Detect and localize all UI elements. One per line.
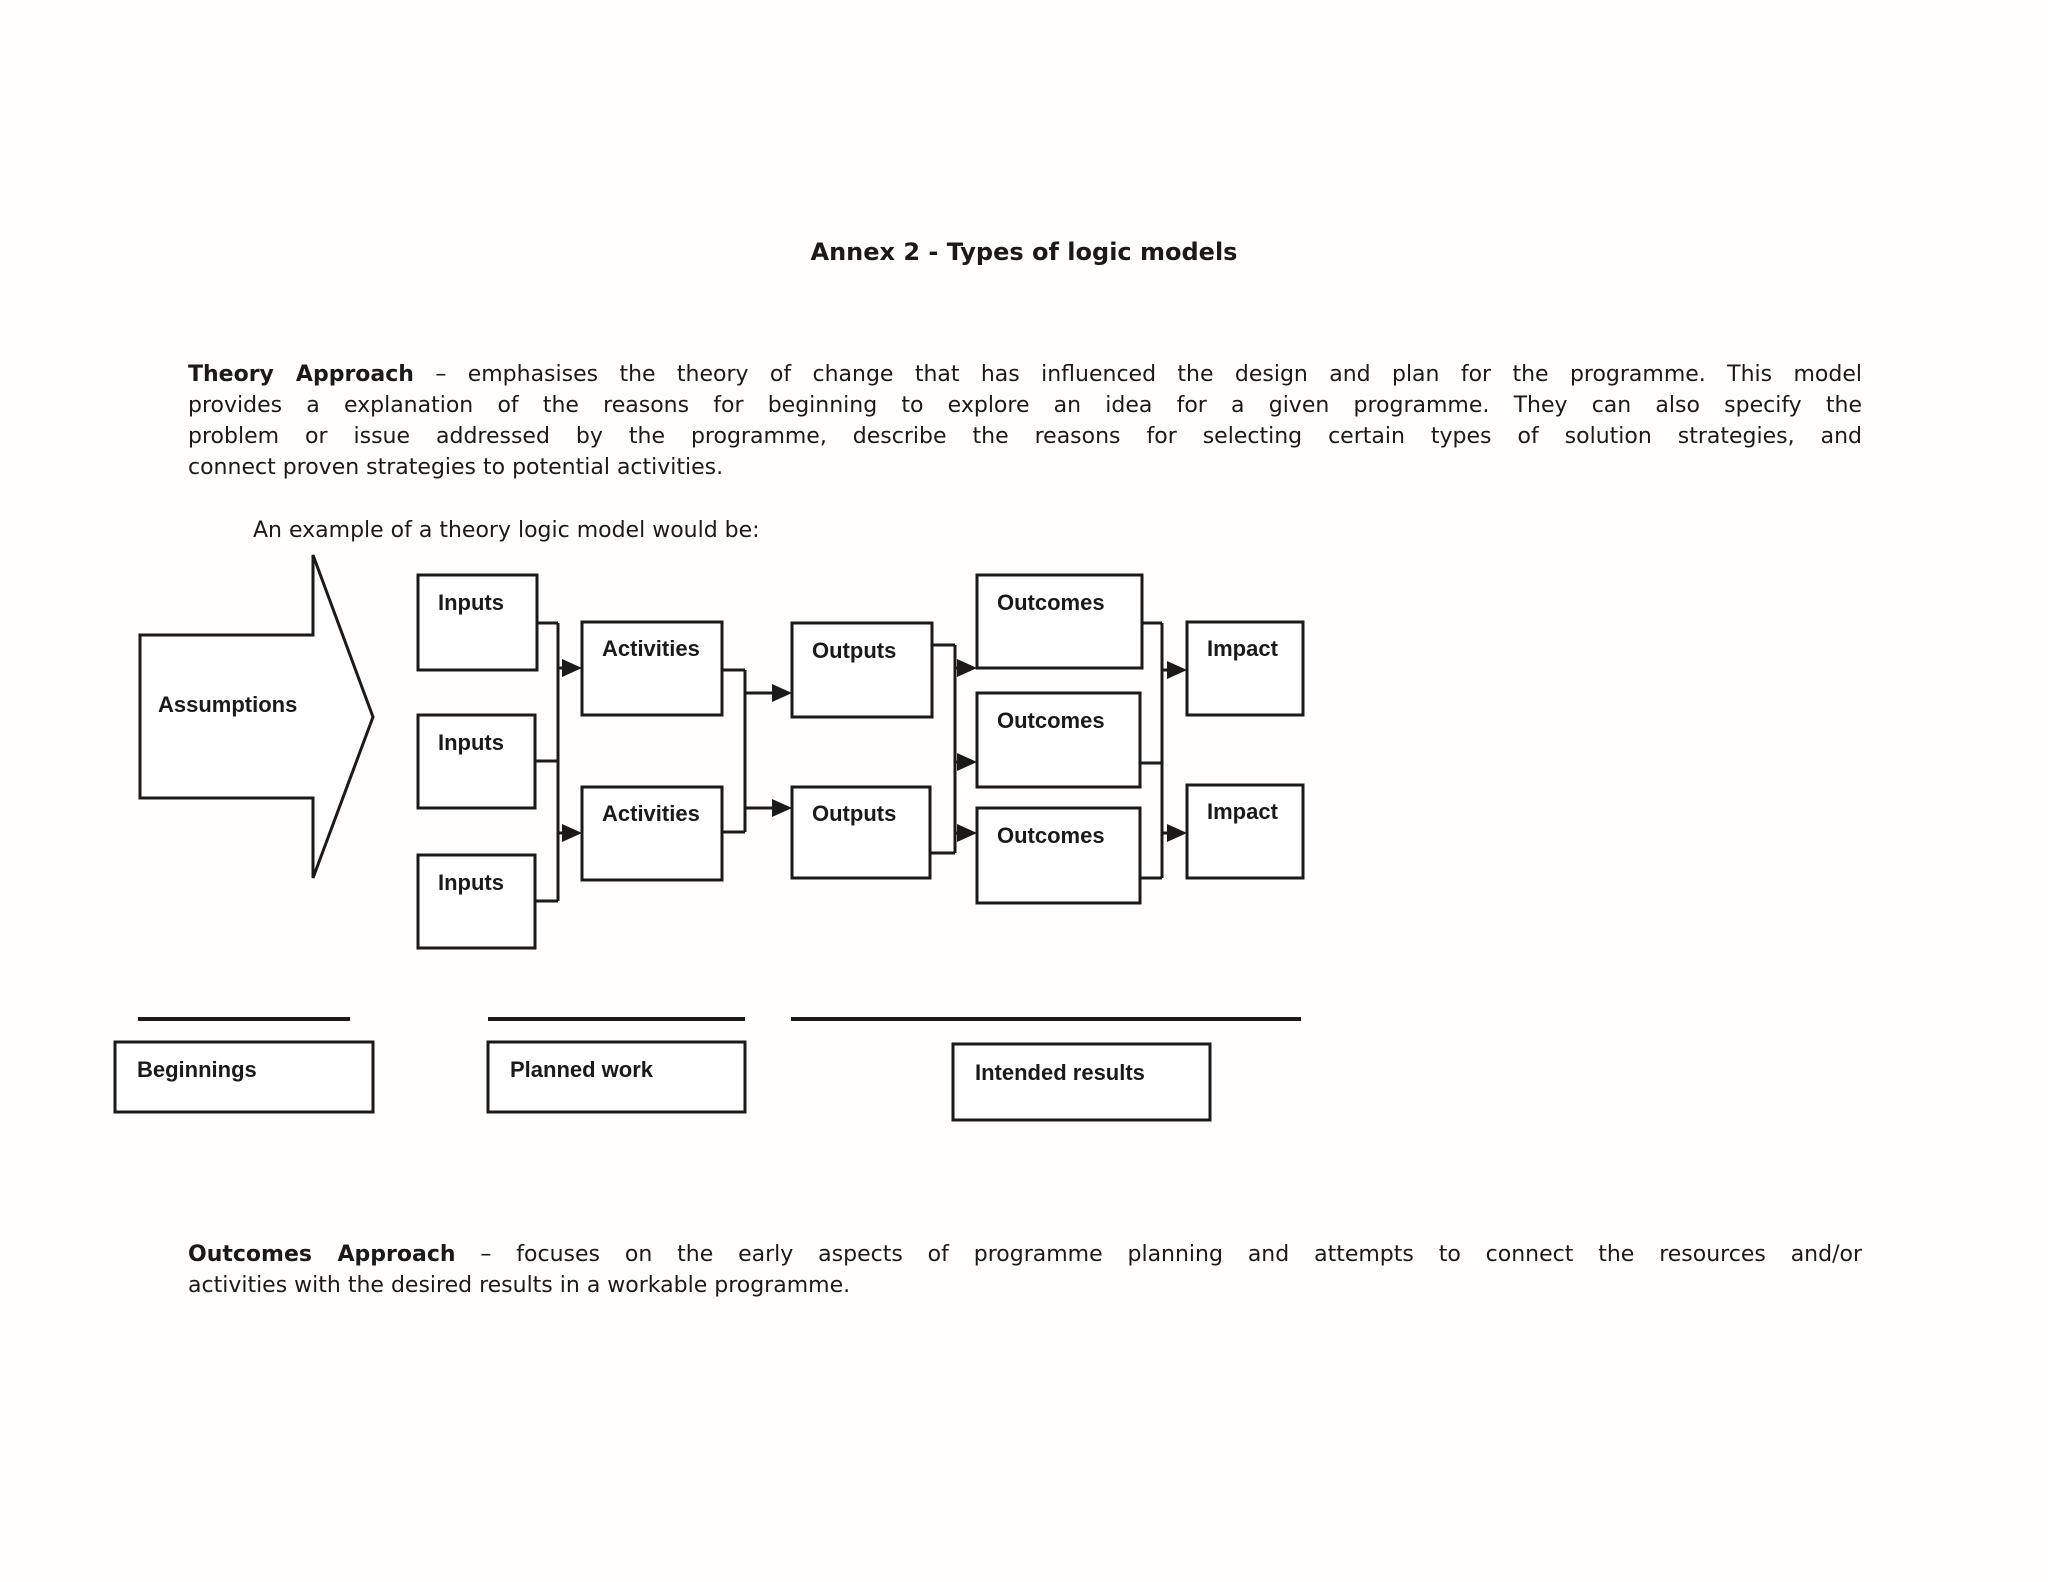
flow-box-inputs-3 xyxy=(416,853,537,950)
paragraph-line: Theory Approach – emphasises the theory … xyxy=(188,359,1862,390)
flow-box-activities-1 xyxy=(580,620,724,717)
flow-box-outcomes-3 xyxy=(975,806,1142,905)
flow-box-label: Impact xyxy=(1207,636,1279,661)
legend-box-label: Beginnings xyxy=(137,1057,257,1082)
outcomes-lead-text: Outcomes Approach xyxy=(188,1242,456,1267)
flow-box-label: Activities xyxy=(602,801,700,826)
flow-box-label: Activities xyxy=(602,636,700,661)
flow-box-label: Outcomes xyxy=(997,708,1105,733)
legend-box-label: Intended results xyxy=(975,1060,1145,1085)
flow-box-label: Outcomes xyxy=(997,823,1105,848)
flow-box-outcomes-2 xyxy=(975,691,1142,789)
legend-box-beginnings xyxy=(113,1040,375,1114)
arrowhead xyxy=(957,824,977,842)
arrowhead xyxy=(1167,824,1187,842)
flow-box-label: Outputs xyxy=(812,638,896,663)
flow-box-label: Inputs xyxy=(438,590,504,615)
outcomes-paragraph: Outcomes Approach – focuses on the early… xyxy=(188,1239,1862,1301)
paragraph-line: activities with the desired results in a… xyxy=(188,1273,851,1298)
flow-box-inputs-2 xyxy=(416,713,537,810)
connector-inputs-activities xyxy=(535,621,564,903)
example-caption: An example of a theory logic model would… xyxy=(253,518,760,543)
theory-lead-text: Theory Approach xyxy=(188,362,414,387)
paragraph-text: – emphasises the theory of change that h… xyxy=(413,362,1862,387)
paragraph-line: Outcomes Approach – focuses on the early… xyxy=(188,1239,1862,1270)
arrowhead xyxy=(772,799,792,817)
arrowhead xyxy=(957,753,977,771)
flow-box-label: Impact xyxy=(1207,799,1279,824)
paragraph-line: problem or issue addressed by the progra… xyxy=(188,424,1862,449)
paragraph-text: – focuses on the early aspects of progra… xyxy=(455,1242,1862,1267)
page-title: Annex 2 - Types of logic models xyxy=(810,238,1238,266)
flow-box-label: Outputs xyxy=(812,801,896,826)
arrowhead xyxy=(957,659,977,677)
theory-paragraph: Theory Approach – emphasises the theory … xyxy=(188,359,1862,483)
connector-outcomes-impact xyxy=(1140,621,1169,880)
flow-box-inputs-1 xyxy=(416,573,539,672)
flow-box-outcomes-1 xyxy=(975,573,1144,670)
flow-box-impact-2 xyxy=(1185,783,1305,880)
assumptions-block-arrow xyxy=(138,554,375,879)
assumptions-label: Assumptions xyxy=(158,692,297,717)
arrowhead xyxy=(562,659,582,677)
arrowhead xyxy=(562,824,582,842)
arrowhead xyxy=(772,684,792,702)
legend-box-planned-work xyxy=(486,1040,747,1114)
flow-box-outputs-2 xyxy=(790,785,932,880)
flow-box-label: Outcomes xyxy=(997,590,1105,615)
paragraph-line: connect proven strategies to potential a… xyxy=(188,455,724,480)
legend-box-label: Planned work xyxy=(510,1057,654,1082)
flow-box-label: Inputs xyxy=(438,730,504,755)
flow-box-label: Inputs xyxy=(438,870,504,895)
arrowhead xyxy=(1167,661,1187,679)
flow-box-outputs-1 xyxy=(790,621,934,719)
connector-activities-outputs xyxy=(722,668,774,834)
flow-box-impact-1 xyxy=(1185,620,1305,717)
connector-outputs-outcomes xyxy=(930,643,959,855)
legend-box-intended-results xyxy=(951,1042,1212,1122)
flow-box-activities-2 xyxy=(580,785,724,882)
paragraph-line: provides a explanation of the reasons fo… xyxy=(188,393,1862,418)
